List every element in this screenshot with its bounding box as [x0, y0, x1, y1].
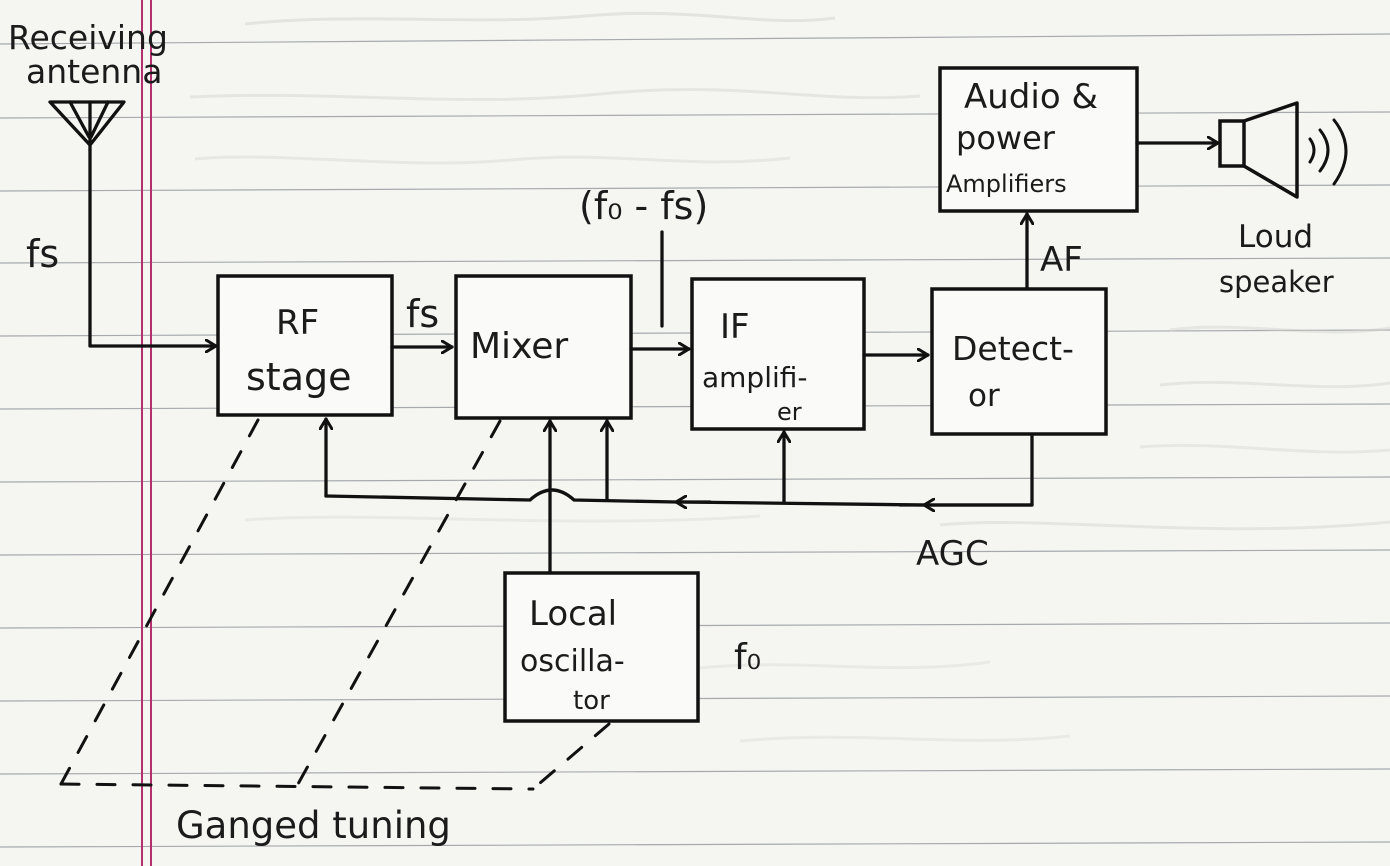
rf-stage-label-1: RF — [276, 303, 319, 343]
if-amplifier-label-2: amplifi- — [702, 361, 808, 394]
notebook-rules — [0, 33, 1390, 848]
notebook-margin — [141, 0, 152, 866]
fo-label: f₀ — [734, 637, 761, 678]
agc-return-line — [324, 488, 678, 504]
antenna-label-line-1: Receiving — [8, 18, 168, 57]
mixer-block — [454, 274, 633, 420]
agc-line — [898, 432, 1034, 507]
detector-block — [930, 287, 1108, 436]
audio-label-1: Audio & — [964, 77, 1098, 117]
antenna-to-rf-wire — [88, 148, 218, 346]
local-oscillator-label-1: Local — [529, 594, 617, 634]
agc-label: AGC — [916, 534, 989, 574]
detector-label-2: or — [968, 378, 1000, 414]
loudspeaker-icon — [1218, 101, 1348, 199]
ganged-tuning-label: Ganged tuning — [176, 804, 451, 847]
if-amplifier-block — [690, 277, 866, 431]
audio-label-2: power — [956, 119, 1056, 157]
af-label: AF — [1040, 240, 1083, 280]
fs-between-label: fs — [406, 292, 439, 336]
loudspeaker-label-2: speaker — [1219, 265, 1334, 299]
local-oscillator-block — [503, 571, 700, 723]
antenna-label-line-2: antenna — [26, 52, 162, 91]
bleed-through-texture — [189, 11, 1390, 743]
mixer-label: Mixer — [470, 326, 568, 367]
audio-label-3: Amplifiers — [946, 170, 1067, 198]
if-amplifier-label-1: IF — [720, 307, 750, 347]
ganged-tuning-dashes — [59, 418, 611, 791]
agc-mid-line — [680, 500, 926, 507]
loudspeaker-label-1: Loud — [1238, 219, 1313, 255]
fs-input-label: fs — [26, 232, 59, 276]
mixer-output-label: (f₀ - fs) — [579, 184, 708, 228]
rf-stage-label-2: stage — [246, 355, 351, 399]
local-oscillator-label-3: tor — [573, 686, 610, 716]
detector-label-1: Detect- — [952, 329, 1074, 368]
if-amplifier-label-3: er — [777, 398, 802, 426]
antenna-icon — [48, 100, 126, 152]
local-oscillator-label-2: oscilla- — [520, 644, 625, 679]
audio-power-amplifier-block — [938, 66, 1139, 213]
